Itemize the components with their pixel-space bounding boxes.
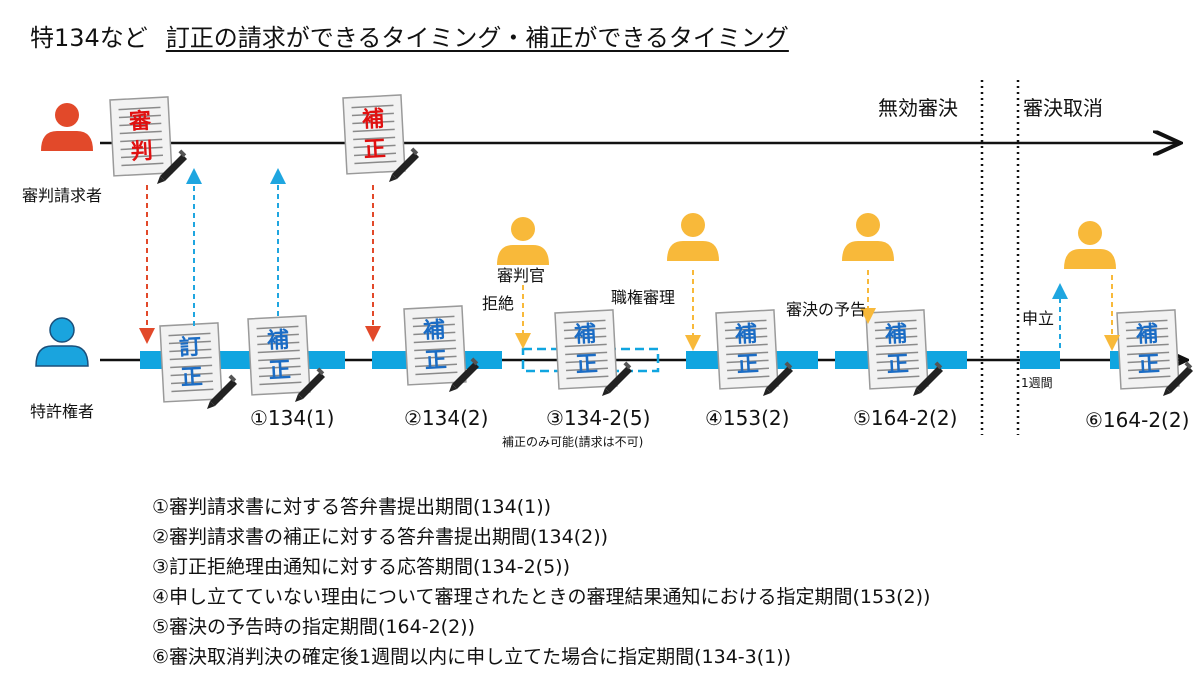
correction-document-icon-3: 補 正: [554, 309, 618, 390]
svg-text:正: 正: [1137, 352, 1160, 378]
svg-text:正: 正: [736, 352, 759, 378]
amendment-document-icon: 訂 正: [159, 322, 223, 403]
patentee-label: 特許権者: [30, 402, 95, 421]
period-label-1: ①134(1): [250, 406, 335, 430]
svg-text:補: 補: [1134, 321, 1158, 348]
examiner-person-icon-4: [1064, 221, 1116, 269]
svg-text:補: 補: [572, 321, 596, 348]
ex-officio-label: 職権審理: [611, 288, 676, 307]
petition-label: 申立: [1022, 309, 1055, 328]
examiner-person-icon-3: [842, 213, 894, 261]
svg-text:判: 判: [130, 139, 153, 165]
period-label-3: ③134-2(5): [546, 406, 651, 430]
svg-text:補: 補: [265, 327, 289, 354]
correction-document-icon-4: 補 正: [715, 309, 779, 390]
note-item: ⑤審決の予告時の指定期間(164-2(2)): [152, 616, 475, 638]
title-main: 訂正の請求ができるタイミング・補正ができるタイミング: [165, 24, 789, 52]
svg-text:正: 正: [575, 352, 598, 378]
section-revocation: 審決取消: [1023, 96, 1103, 120]
period-label-2: ②134(2): [404, 406, 489, 430]
correction-document-icon-demandant: 補 正: [342, 94, 406, 175]
period-label-4: ④153(2): [705, 406, 790, 430]
svg-text:正: 正: [886, 352, 909, 378]
note-item: ③訂正拒絶理由通知に対する応答期間(134-2(5)): [152, 556, 570, 578]
svg-text:正: 正: [180, 365, 203, 391]
svg-text:正: 正: [268, 358, 291, 384]
svg-text:補: 補: [421, 317, 445, 344]
correction-document-icon-2: 補 正: [403, 305, 467, 386]
svg-text:補: 補: [733, 321, 757, 348]
period-label-6: ⑥164-2(2): [1085, 408, 1190, 432]
trial-request-document-icon: 審 判: [109, 96, 173, 177]
note-item: ④申し立てていない理由について審理されたときの審理結果通知における指定期間(15…: [152, 586, 931, 608]
demandant-person-icon: [41, 103, 93, 151]
notes-list: ①審判請求書に対する答弁書提出期間(134(1)) ②審判請求書の補正に対する答…: [152, 492, 930, 672]
demandant-label: 審判請求者: [22, 186, 103, 205]
period-3-note: 補正のみ可能(請求は不可): [502, 435, 644, 449]
svg-text:正: 正: [363, 137, 386, 163]
svg-text:審: 審: [127, 108, 152, 135]
advance-notice-label: 審決の予告: [786, 300, 867, 319]
svg-text:正: 正: [424, 348, 447, 374]
examiner-person-icon-1: [497, 217, 549, 265]
page-title: 特134など訂正の請求ができるタイミング・補正ができるタイミング: [30, 18, 789, 53]
svg-text:補: 補: [360, 106, 384, 133]
correction-document-icon-6: 補 正: [1116, 309, 1180, 390]
section-invalidation: 無効審決: [878, 96, 958, 120]
svg-text:訂: 訂: [178, 334, 201, 361]
note-item: ②審判請求書の補正に対する答弁書提出期間(134(2)): [152, 526, 609, 548]
title-prefix: 特134など: [30, 24, 148, 52]
note-item: ①審判請求書に対する答弁書提出期間(134(1)): [152, 496, 552, 518]
period-label-5: ⑤164-2(2): [853, 406, 958, 430]
period-bar-6a: [1020, 351, 1060, 369]
correction-document-icon-1: 補 正: [247, 315, 311, 396]
examiner-person-icon-2: [667, 213, 719, 261]
note-item: ⑥審決取消判決の確定後1週間以内に申し立てた場合に指定期間(134-3(1)): [152, 646, 792, 668]
svg-text:補: 補: [883, 321, 907, 348]
one-week-label: 1週間: [1021, 376, 1053, 390]
correction-document-icon-5: 補 正: [865, 309, 929, 390]
examiner-label: 審判官: [497, 266, 546, 285]
refusal-label: 拒絶: [482, 294, 515, 313]
patentee-person-icon: [35, 317, 89, 367]
